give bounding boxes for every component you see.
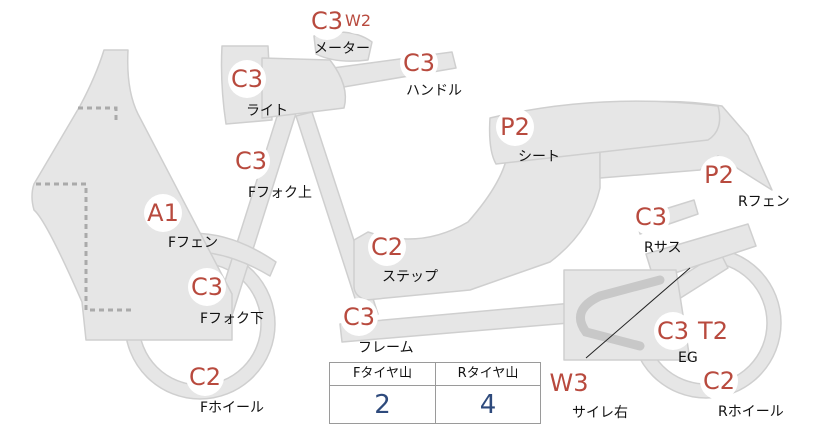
fork-upper-label: Fフォク上 [248, 185, 313, 201]
r-fender-code-badge: P2 [700, 156, 738, 194]
engine-extra-code-badge: T2 [694, 312, 732, 350]
r-wheel-code-badge: C2 [700, 362, 738, 400]
front-tire-value: 2 [374, 390, 391, 420]
fork-lower-code-badge: C3 [188, 268, 226, 306]
head-cover-shape [261, 57, 347, 119]
seat-label: シート [518, 149, 560, 165]
sidewall-right-label: サイレ右 [572, 405, 628, 421]
light-label: ライト [246, 103, 288, 119]
meter-code-badge: C3 [308, 2, 346, 40]
engine-code-badge: C3 [654, 312, 692, 350]
handle-code-badge: C3 [400, 44, 438, 82]
exhaust-pipe-shape [575, 275, 665, 351]
meter-label: メーター [314, 41, 370, 57]
f-wheel-code-badge: C2 [186, 358, 224, 396]
meter-extra-code-badge: W2 [342, 8, 374, 34]
f-wheel-label: Fホイール [200, 400, 265, 416]
seat-shape [488, 100, 721, 165]
step-code-badge: C2 [368, 228, 406, 266]
fork-upper-code-badge: C3 [232, 142, 270, 180]
table-divider [435, 363, 436, 423]
f-fender-code-badge: A1 [144, 194, 182, 232]
frame-code-badge: C3 [340, 298, 378, 336]
seat-code-badge: P2 [496, 108, 534, 146]
r-wheel-label: Rホイール [718, 404, 784, 420]
front-body-shape [31, 49, 233, 341]
r-suspension-label: Rサス [644, 240, 682, 256]
panel-dotted-lines [36, 106, 132, 312]
r-suspension-code-badge: C3 [632, 198, 670, 236]
f-fender-label: Fフェン [168, 235, 219, 251]
step-label: ステップ [382, 269, 438, 285]
engine-leader-line [585, 267, 691, 359]
handle-label: ハンドル [406, 83, 462, 99]
rear-tire-value: 4 [479, 390, 497, 420]
frame-label: フレーム [358, 340, 414, 356]
front-tire-header: Fタイヤ山 [330, 363, 435, 386]
rear-tire-header: Rタイヤ山 [436, 363, 540, 386]
r-fender-label: Rフェン [738, 194, 790, 210]
engine-label: EG [678, 350, 698, 366]
light-code-badge: C3 [228, 60, 266, 98]
tire-tread-table: Fタイヤ山 Rタイヤ山 2 4 [329, 362, 541, 424]
fork-lower-label: Fフォク下 [200, 311, 265, 327]
sidewall-right-code-badge: W3 [548, 364, 590, 402]
